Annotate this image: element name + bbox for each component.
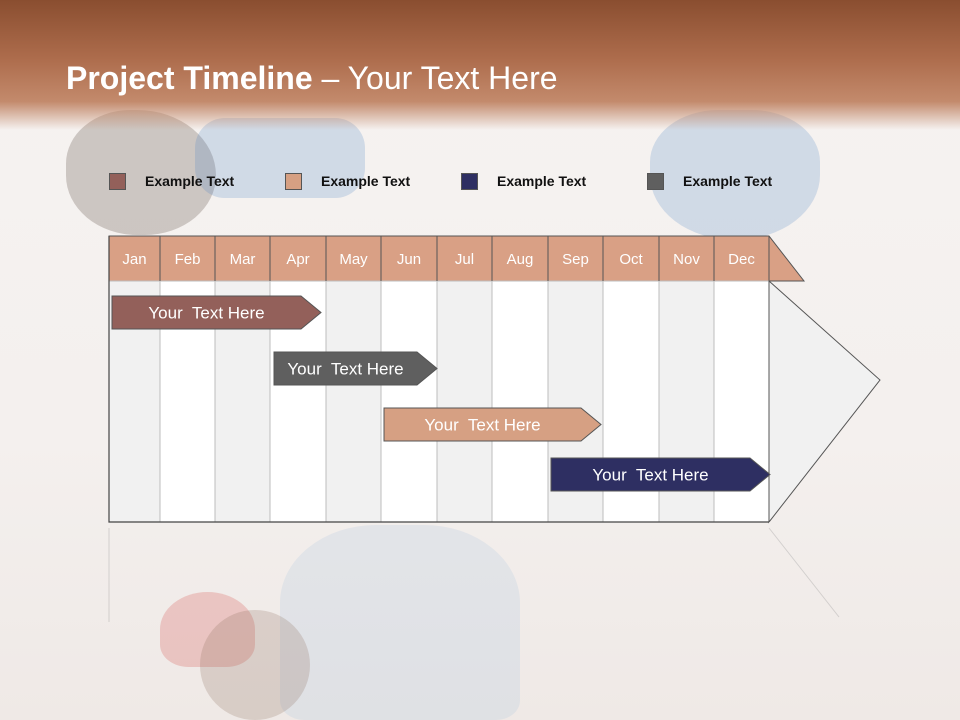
- task-label-3: Your Text Here: [424, 416, 540, 435]
- month-label-feb: Feb: [175, 251, 201, 268]
- month-label-aug: Aug: [507, 251, 534, 268]
- title-rest: – Your Text Here: [312, 60, 558, 96]
- background-photo-face: [200, 610, 310, 720]
- month-label-nov: Nov: [673, 251, 700, 268]
- month-label-jan: Jan: [122, 251, 146, 268]
- month-label-apr: Apr: [286, 251, 309, 268]
- task-label-1: Your Text Here: [148, 304, 264, 323]
- legend-item-1: Example Text: [109, 171, 234, 191]
- legend-item-2: Example Text: [285, 171, 410, 191]
- background-photo-cap: [160, 592, 255, 667]
- month-label-dec: Dec: [728, 251, 755, 268]
- task-bar-2: [273, 351, 438, 386]
- background-photo-arm: [650, 110, 820, 240]
- page-title: Project Timeline – Your Text Here: [66, 60, 558, 97]
- month-label-oct: Oct: [619, 251, 643, 268]
- month-column-may: [325, 280, 382, 523]
- task-bar-3: [383, 407, 602, 442]
- legend-swatch-3: [461, 172, 478, 190]
- month-label-sep: Sep: [562, 251, 589, 268]
- task-bar-1: [111, 295, 322, 330]
- month-column-aug: [491, 280, 549, 523]
- title-main: Project Timeline: [66, 60, 313, 96]
- month-label-jun: Jun: [397, 251, 421, 268]
- task-label-4: Your Text Here: [592, 466, 708, 485]
- legend-item-4: Example Text: [647, 171, 772, 191]
- legend-swatch-1: [109, 172, 126, 190]
- task-bar-4: [550, 457, 771, 492]
- month-label-jul: Jul: [455, 251, 474, 268]
- month-column-jun: [380, 280, 438, 523]
- legend-item-3: Example Text: [461, 171, 586, 191]
- reflection-arrow-edge: [768, 527, 840, 618]
- background-photo-torso: [280, 525, 520, 720]
- timeline-border: [108, 236, 769, 523]
- task-label-2: Your Text Here: [287, 360, 403, 379]
- month-column-jul: [436, 280, 493, 523]
- background-photo-shoe: [66, 110, 216, 235]
- legend-label-4: Example Text: [683, 173, 773, 189]
- month-label-may: May: [339, 251, 368, 268]
- legend-label-2: Example Text: [321, 173, 411, 189]
- legend-label-3: Example Text: [497, 173, 587, 189]
- timeline-arrow-head: [768, 279, 881, 524]
- title-banner: [0, 0, 960, 130]
- background-photo-leg: [195, 118, 365, 198]
- legend-swatch-2: [285, 172, 302, 190]
- legend-label-1: Example Text: [145, 173, 235, 189]
- legend-swatch-4: [647, 172, 664, 190]
- month-label-mar: Mar: [230, 251, 256, 268]
